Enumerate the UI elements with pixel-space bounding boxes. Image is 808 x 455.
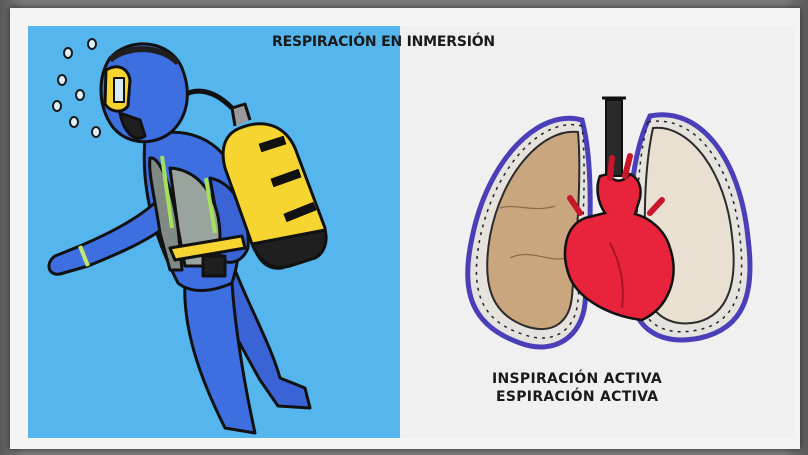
diving-illustration — [28, 26, 795, 438]
bubbles — [52, 38, 101, 138]
illustration-card: RESPIRACIÓN EN INMERSIÓN INSPIRACIÓN ACT… — [10, 8, 800, 449]
lungs-heart-illustration — [465, 96, 753, 350]
diver-illustration — [47, 42, 328, 435]
caption-inspiration: INSPIRACIÓN ACTIVA — [492, 371, 663, 387]
caption-expiration: ESPIRACIÓN ACTIVA — [496, 389, 659, 405]
illustration-title: RESPIRACIÓN EN INMERSIÓN — [272, 34, 495, 50]
